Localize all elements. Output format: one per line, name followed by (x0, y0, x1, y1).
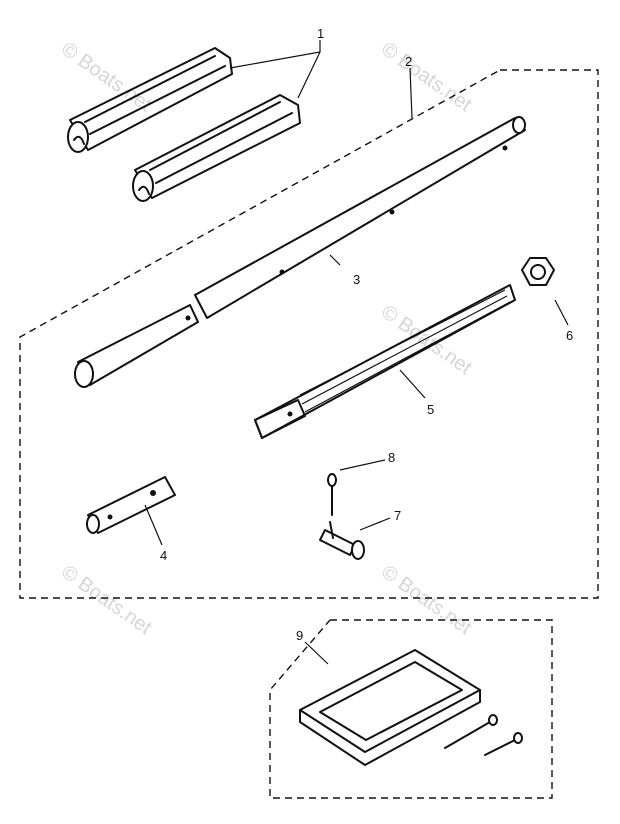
tube-assembly (74, 116, 526, 388)
threaded-rod (254, 284, 516, 439)
callout-part-5: 5 (427, 402, 434, 417)
guide-half-lower (132, 94, 301, 202)
nut (520, 257, 556, 286)
screw-a (444, 714, 498, 749)
leader-part-8 (339, 459, 386, 471)
leader-part-2 (409, 67, 413, 119)
leader-part-4 (144, 504, 163, 546)
callout-part-9: 9 (296, 628, 303, 643)
screw-b (484, 732, 523, 756)
callout-part-3: 3 (353, 272, 360, 287)
leader-part-6 (554, 299, 569, 326)
callout-part-6: 6 (566, 328, 573, 343)
watermark: © Boats.net (377, 38, 476, 116)
clevis-pin (319, 521, 365, 560)
callout-part-1: 1 (317, 26, 324, 41)
kit-boundary-part-2 (19, 69, 599, 599)
rubber-frame (299, 649, 481, 766)
cotter-pin (327, 473, 337, 516)
watermark: © Boats.net (377, 561, 476, 639)
leader-part-9 (304, 641, 329, 665)
callout-part-8: 8 (388, 450, 395, 465)
leader-part-7 (359, 517, 391, 531)
watermark: © Boats.net (57, 38, 156, 116)
leader-part-5 (399, 369, 426, 399)
callout-part-7: 7 (394, 508, 401, 523)
watermarks: © Boats.net © Boats.net © Boats.net © Bo… (57, 38, 476, 639)
callout-part-4: 4 (160, 548, 167, 563)
guide-half-upper (67, 47, 233, 153)
callout-part-2: 2 (405, 54, 412, 69)
watermark: © Boats.net (57, 561, 156, 639)
kit-boundary-part-9 (269, 619, 553, 799)
leader-part-1 (229, 40, 321, 99)
leader-part-3 (329, 254, 341, 266)
pivot-pin (86, 476, 176, 534)
